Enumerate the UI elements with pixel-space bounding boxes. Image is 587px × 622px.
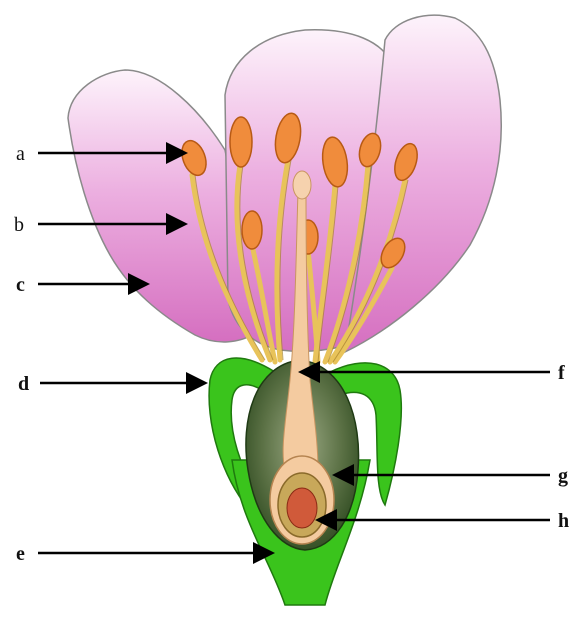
arrow-c [38,273,150,295]
label-a: a [16,143,25,165]
label-g: g [558,465,568,487]
label-d: d [18,373,29,395]
ovule [270,456,334,544]
anther [242,211,262,249]
arrow-d [40,372,208,394]
label-e: e [16,543,25,565]
anther [230,117,252,167]
stigma [293,171,311,199]
label-b: b [14,214,24,236]
label-f: f [558,362,565,384]
label-h: h [558,510,569,532]
label-c: c [16,274,25,296]
ovule-core [287,488,317,528]
arrow-e [38,542,275,564]
